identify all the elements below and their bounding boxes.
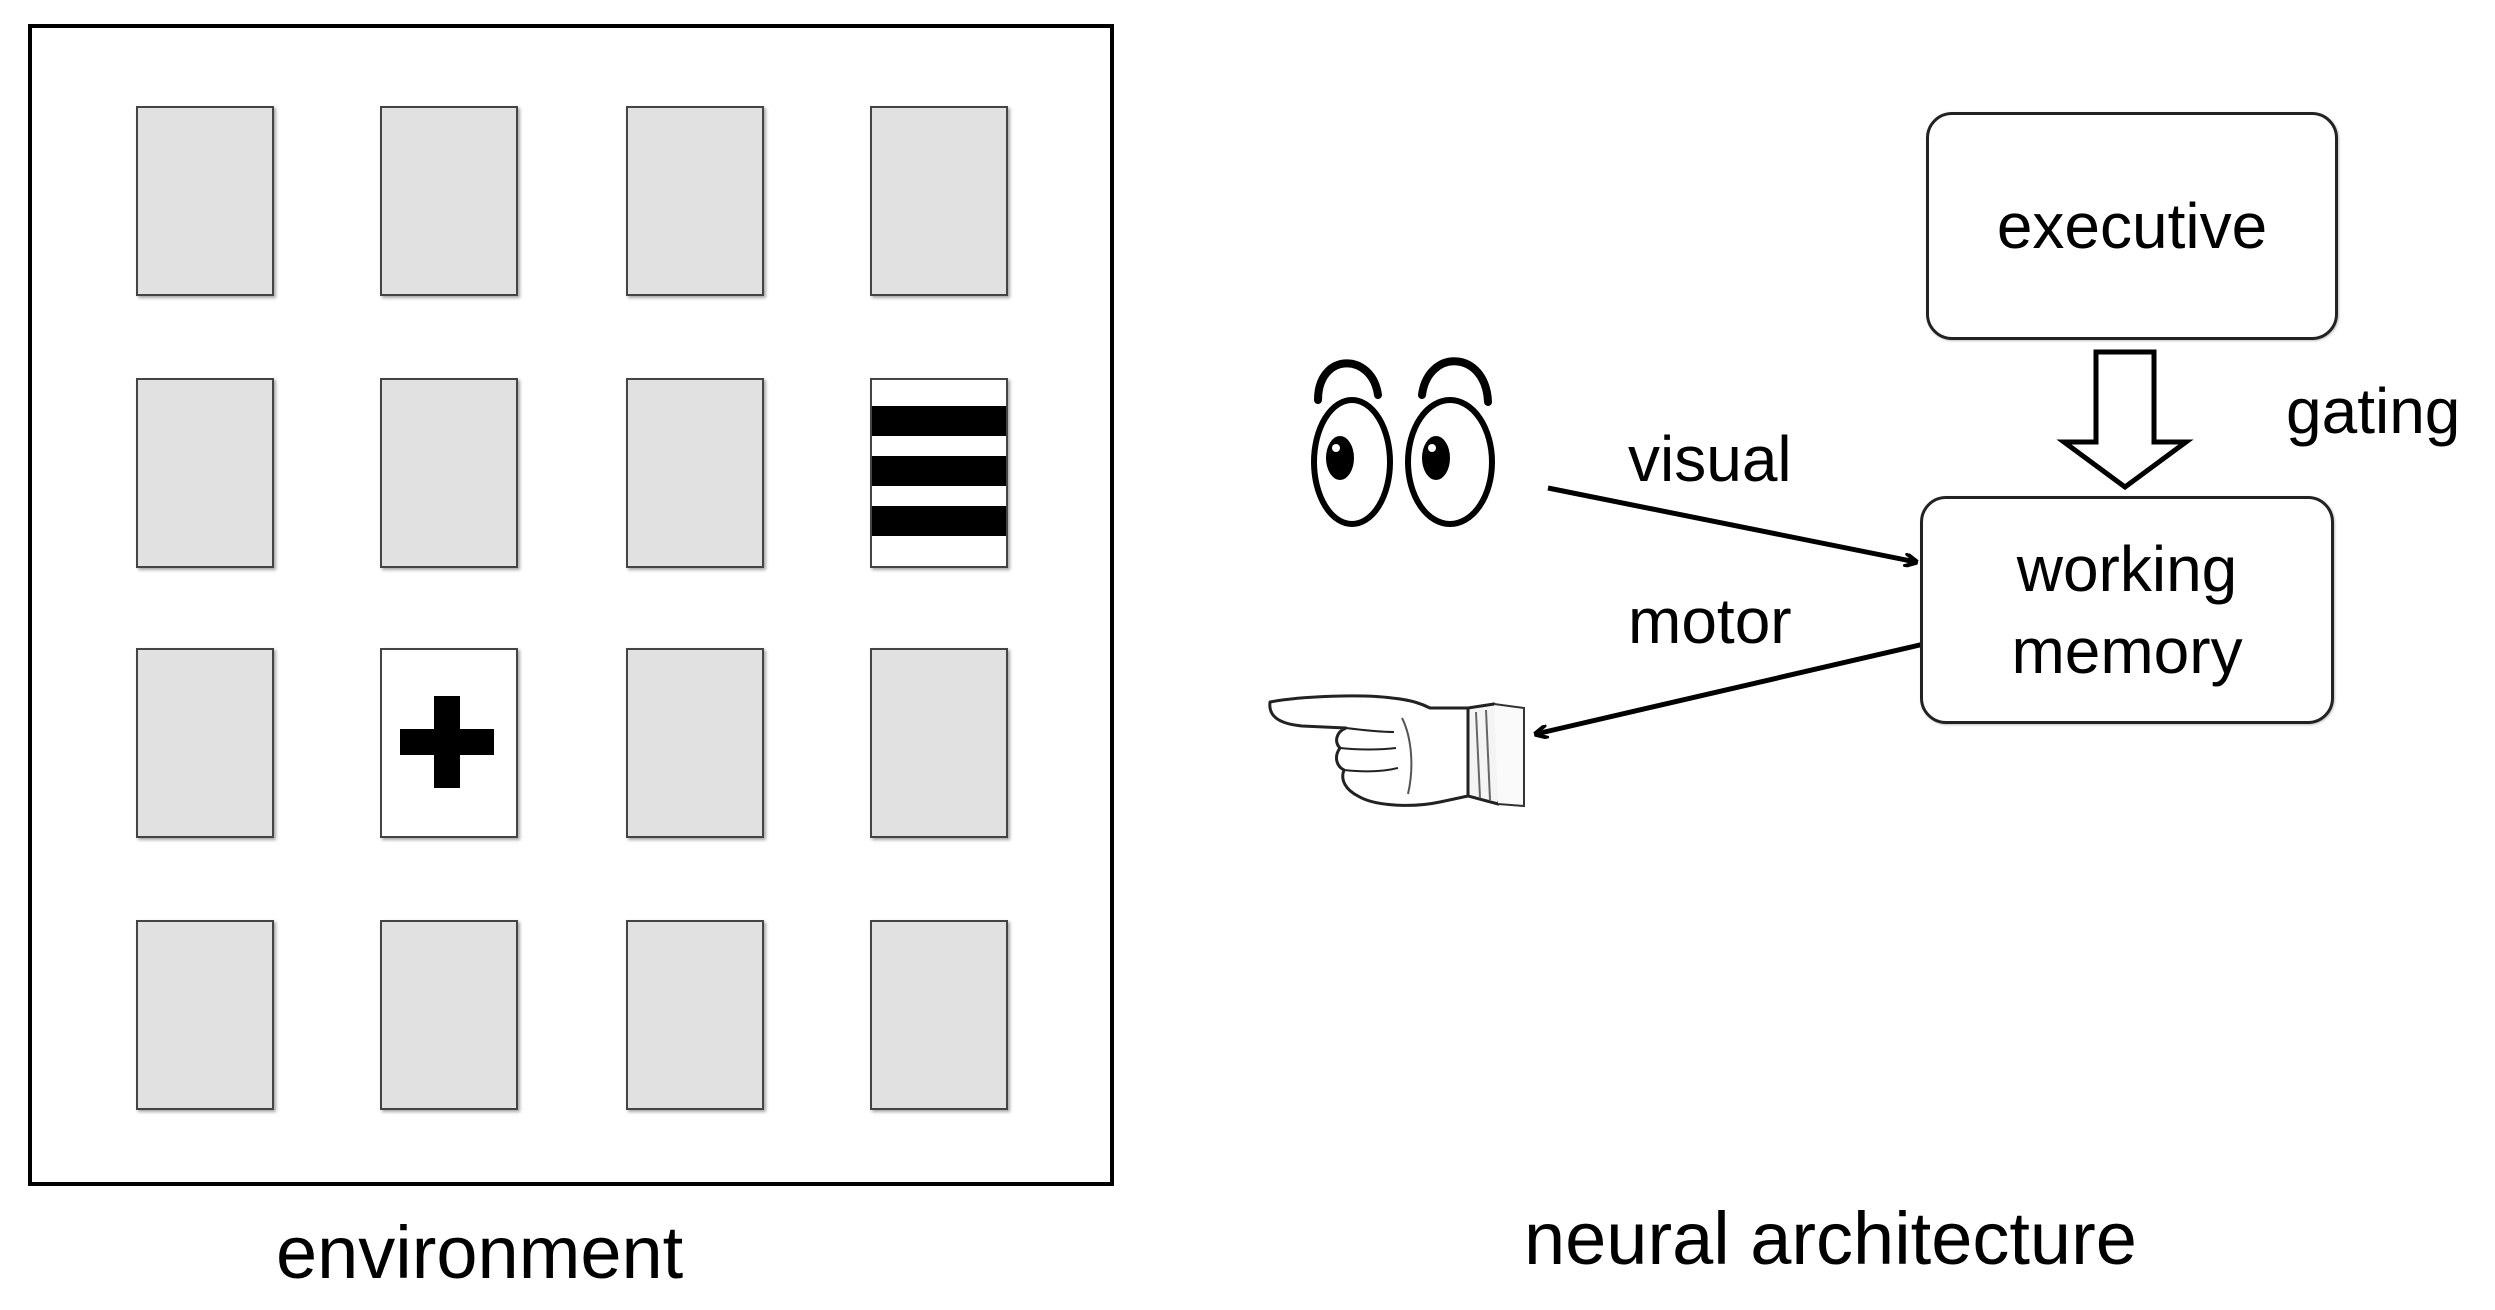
horizontal-stripes-icon bbox=[872, 406, 1006, 536]
visual-arrow bbox=[1547, 485, 1916, 562]
card bbox=[136, 106, 274, 296]
executive-label: executive bbox=[1996, 190, 2268, 262]
card bbox=[380, 378, 518, 568]
working-memory-line-2: memory bbox=[2011, 615, 2243, 687]
environment-frame bbox=[28, 24, 1114, 1186]
motor-arrow bbox=[1536, 641, 1925, 734]
gating-label: gating bbox=[2286, 375, 2461, 447]
eyes-icon bbox=[1311, 357, 1495, 527]
card bbox=[626, 378, 764, 568]
card-horizontal-stripes bbox=[870, 378, 1008, 568]
neural-architecture-label: neural architecture bbox=[1524, 1197, 2137, 1280]
card bbox=[380, 920, 518, 1110]
card bbox=[870, 106, 1008, 296]
working-memory-box: working memory bbox=[1920, 496, 2334, 724]
card bbox=[626, 920, 764, 1110]
motor-label: motor bbox=[1628, 585, 1792, 657]
working-memory-line-1: working bbox=[2016, 533, 2238, 605]
gating-arrow bbox=[2056, 349, 2194, 491]
visual-label: visual bbox=[1628, 423, 1792, 495]
plus-icon bbox=[400, 696, 494, 788]
card bbox=[136, 378, 274, 568]
card bbox=[626, 648, 764, 838]
card bbox=[136, 648, 274, 838]
pointing-hand-icon bbox=[1268, 694, 1525, 808]
card-plus bbox=[380, 648, 518, 838]
card bbox=[380, 106, 518, 296]
card bbox=[870, 648, 1008, 838]
card bbox=[626, 106, 764, 296]
card bbox=[136, 920, 274, 1110]
card bbox=[870, 920, 1008, 1110]
executive-box: executive bbox=[1926, 112, 2338, 340]
environment-label: environment bbox=[276, 1211, 684, 1294]
